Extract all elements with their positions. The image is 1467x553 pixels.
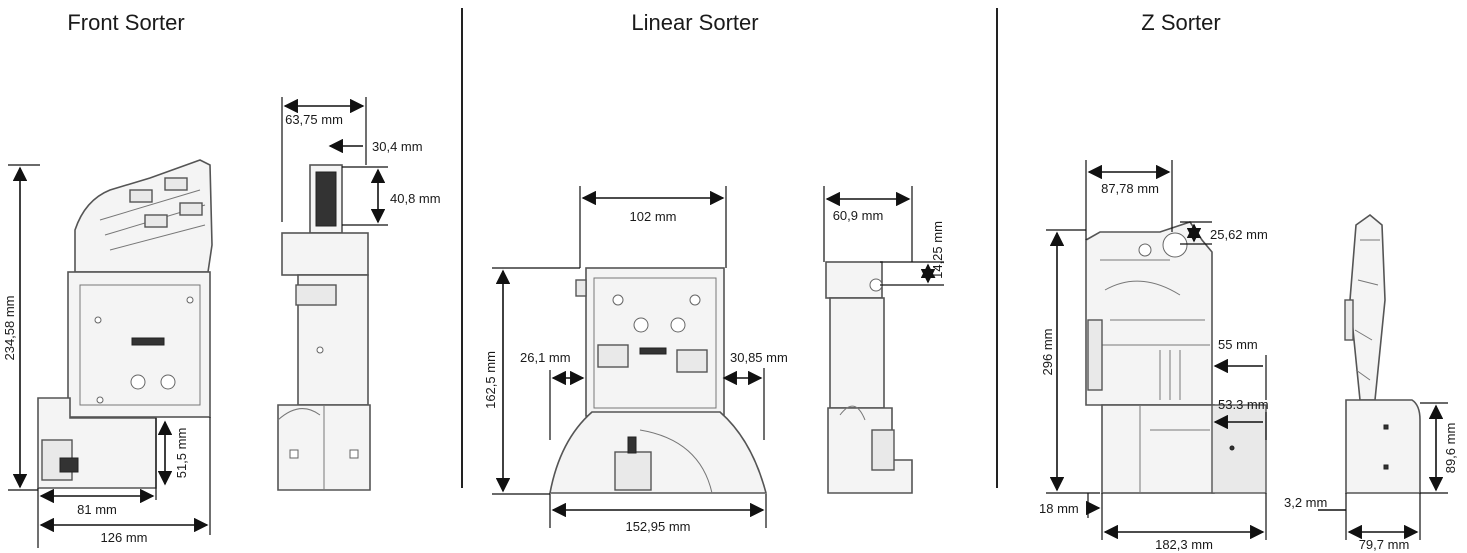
linear-sorter-front-view <box>549 267 768 494</box>
dim-z-side-height: 89,6 mm <box>1443 423 1458 474</box>
dim-front-side-top-height: 40,8 mm <box>390 191 441 206</box>
front-sorter-side-view <box>277 164 371 491</box>
z-sorter-front-view <box>1085 221 1267 494</box>
dim-linear-left-offset: 26,1 mm <box>520 350 571 365</box>
front-sorter-title: Front Sorter <box>67 10 184 35</box>
dim-linear-top-width: 102 mm <box>630 209 677 224</box>
dim-z-side-width: 79,7 mm <box>1359 537 1410 552</box>
dim-z-height: 296 mm <box>1040 329 1055 376</box>
dim-linear-right-offset: 30,85 mm <box>730 350 788 365</box>
dim-front-base-height: 51,5 mm <box>174 428 189 479</box>
dim-linear-base-width: 152,95 mm <box>625 519 690 534</box>
dim-front-base-width: 81 mm <box>77 502 117 517</box>
dim-front-side-depth: 63,75 mm <box>285 112 343 127</box>
dim-z-top-height: 25,62 mm <box>1210 227 1268 242</box>
dim-z-right-b: 53.3 mm <box>1218 397 1269 412</box>
dim-z-right-a: 55 mm <box>1218 337 1258 352</box>
dim-linear-height: 162,5 mm <box>483 351 498 409</box>
dim-z-top-width: 87,78 mm <box>1101 181 1159 196</box>
front-sorter-front-view <box>37 159 213 489</box>
z-sorter-side-view <box>1344 213 1421 494</box>
dim-front-side-top-width: 30,4 mm <box>372 139 423 154</box>
z-sorter-title: Z Sorter <box>1141 10 1220 35</box>
dim-z-left-offset: 18 mm <box>1039 501 1079 516</box>
dim-linear-side-top: 14,25 mm <box>930 221 945 279</box>
dim-z-width: 182,3 mm <box>1155 537 1213 552</box>
dim-front-height: 234,58 mm <box>2 295 17 360</box>
dim-front-width: 126 mm <box>101 530 148 545</box>
dim-z-side-offset: 3,2 mm <box>1284 495 1327 510</box>
dim-linear-side-depth: 60,9 mm <box>833 208 884 223</box>
linear-sorter-side-view <box>825 261 913 494</box>
linear-sorter-title: Linear Sorter <box>631 10 758 35</box>
